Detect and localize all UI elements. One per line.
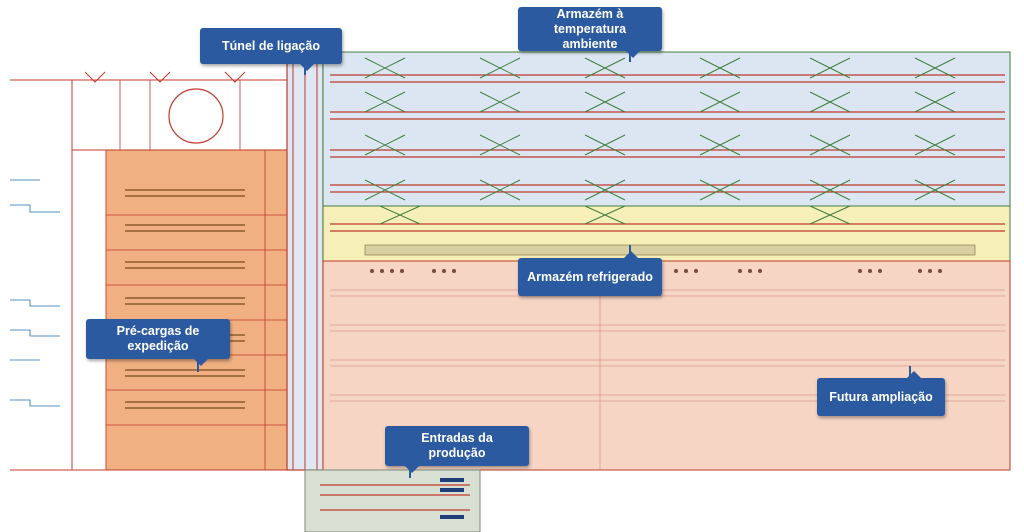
future-expansion-label: Futura ampliação — [817, 371, 945, 416]
ambient-warehouse-label: Armazém à temperatura ambiente — [518, 7, 662, 58]
preloading-zone — [10, 149, 289, 471]
silo — [168, 88, 224, 144]
preloading-label: Pré-cargas de expedição — [86, 319, 230, 366]
tunnel-label: Túnel de ligação — [200, 28, 342, 71]
ambient-warehouse — [322, 51, 1011, 207]
auxiliary-building — [71, 71, 288, 151]
refrigerated-warehouse-label: Armazém refrigerado — [518, 251, 662, 296]
refrigerated-warehouse — [322, 205, 1011, 262]
connection-tunnel — [286, 61, 324, 471]
production-inputs-label: Entradas da produção — [385, 426, 529, 473]
production-inputs-area — [304, 469, 481, 532]
